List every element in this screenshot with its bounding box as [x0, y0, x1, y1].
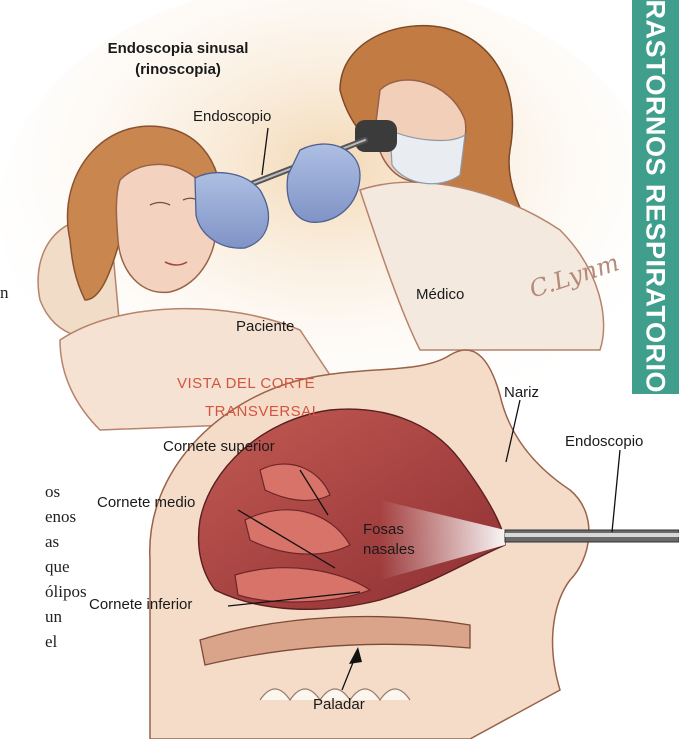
endoscope-right-highlight [505, 533, 679, 537]
figure-title-line2: (rinoscopia) [78, 59, 278, 80]
label-superior-turbinate: Cornete superior [163, 438, 275, 455]
section-heading-line2: TRANSVERSAL [205, 403, 321, 420]
body-text-fragment: as [45, 532, 59, 552]
body-text-fragment: enos [45, 507, 76, 527]
label-nose: Nariz [504, 384, 539, 401]
body-text-fragment: os [45, 482, 60, 502]
label-palate: Paladar [313, 696, 365, 713]
doctor-headlight [355, 120, 397, 152]
chapter-side-tab: TRASTORNOS RESPIRATORIOS [632, 0, 679, 394]
label-nasal-cavity-line1: Fosas [363, 521, 404, 538]
figure-title: Endoscopia sinusal (rinoscopia) [78, 38, 278, 80]
chapter-side-tab-text: TRASTORNOS RESPIRATORIOS [640, 0, 671, 394]
leader-endoscope-right [612, 450, 620, 532]
body-text-fragment: un [45, 607, 62, 627]
label-inferior-turbinate: Cornete inferior [89, 596, 192, 613]
body-text-fragment: el [45, 632, 57, 652]
label-middle-turbinate: Cornete medio [97, 494, 195, 511]
body-text-fragment: que [45, 557, 70, 577]
label-endoscope-right: Endoscopio [565, 433, 643, 450]
label-patient: Paciente [236, 318, 294, 335]
label-endoscope-top: Endoscopio [193, 108, 271, 125]
body-text-fragment: n [0, 283, 9, 303]
label-doctor: Médico [416, 286, 464, 303]
figure-title-line1: Endoscopia sinusal [78, 38, 278, 59]
label-nasal-cavity-line2: nasales [363, 541, 415, 558]
body-text-fragment: ólipos [45, 582, 87, 602]
section-heading-line1: VISTA DEL CORTE [177, 375, 315, 392]
